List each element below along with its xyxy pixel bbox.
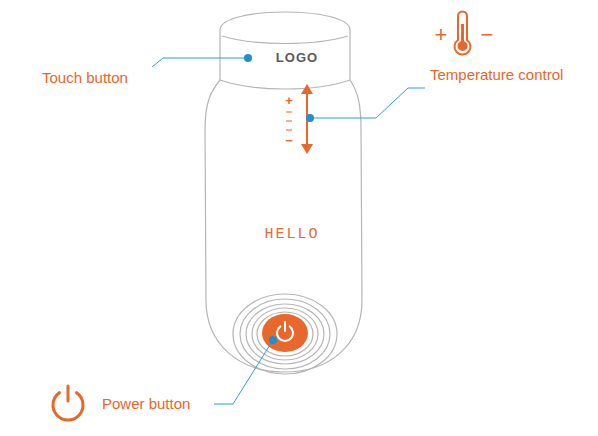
base-ring — [252, 308, 318, 360]
callout-label: Temperature control — [430, 67, 563, 84]
callout-label: Touch button — [42, 70, 128, 87]
plus-sign: + — [435, 23, 448, 47]
callout-label: Power button — [102, 396, 190, 413]
base-ring — [240, 299, 330, 369]
base-ring — [257, 312, 313, 356]
slider-arrow — [301, 84, 313, 154]
cap-joint — [220, 80, 350, 89]
base-ring — [246, 304, 324, 364]
minus-sign: − — [285, 134, 293, 148]
leader-line — [152, 58, 248, 67]
plus-sign: + — [285, 94, 293, 108]
power-glyph — [277, 322, 293, 341]
minus-sign: − — [481, 23, 494, 47]
top-cap — [220, 12, 350, 80]
logo-text: LOGO — [276, 51, 318, 65]
slider-ticks — [286, 112, 292, 130]
cap-edge — [222, 36, 348, 44]
main-body — [205, 80, 362, 372]
leader-line — [214, 340, 273, 404]
leader-dots — [244, 54, 314, 344]
base-ring — [233, 294, 337, 374]
thermometer-icon — [455, 12, 471, 55]
device-body — [205, 12, 362, 374]
power-icon — [53, 386, 83, 420]
display-text: HELLO — [264, 227, 319, 244]
leader-line — [310, 88, 425, 118]
leader-lines — [152, 58, 425, 404]
